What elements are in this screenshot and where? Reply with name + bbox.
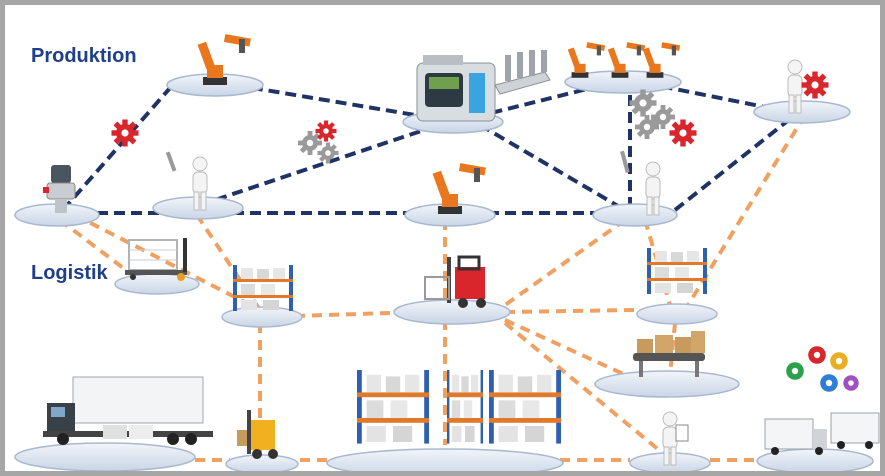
platform-clipboard-worker	[629, 452, 711, 471]
platform-shelf-left	[221, 306, 303, 328]
hand-pallet-truck-icon	[125, 238, 187, 281]
platform-gear-worker	[753, 100, 851, 124]
platform-conveyor	[594, 370, 740, 398]
colored-gears-icon	[786, 346, 859, 392]
conveyor-belt-icon	[633, 331, 705, 377]
delivery-trucks-icon	[764, 412, 880, 455]
warehouse-racks-icon	[357, 370, 561, 444]
platform-pallet-truck	[114, 273, 200, 295]
cnc-machine-icon	[416, 55, 496, 122]
platform-worker-right	[592, 203, 678, 227]
workshop-machine-icon	[629, 89, 697, 147]
gear-icon	[111, 119, 139, 147]
platform-small-forklift	[225, 454, 299, 471]
worker-thinking-icon	[620, 150, 661, 216]
scanner-device-icon	[43, 165, 76, 213]
platform-forklift	[393, 299, 511, 325]
tool-holders-icon	[494, 50, 551, 95]
logistics-label: Logistik	[31, 262, 108, 284]
robot-arms-row-icon	[567, 42, 681, 78]
shelving-rack-right-icon	[647, 248, 707, 294]
worker-with-wrench-icon	[165, 151, 208, 211]
platform-truck	[14, 442, 196, 471]
worker-with-clipboard-icon	[662, 411, 689, 466]
semi-truck-icon	[43, 376, 213, 445]
gear-cluster-icon	[298, 120, 339, 164]
small-forklift-icon	[237, 410, 278, 459]
forklift-icon	[424, 255, 486, 308]
shelving-rack-icon	[233, 265, 293, 311]
production-label: Produktion	[31, 45, 137, 67]
platform-shelf-right	[636, 303, 718, 325]
platform-warehouse	[326, 448, 564, 471]
network-diagram	[14, 34, 880, 471]
